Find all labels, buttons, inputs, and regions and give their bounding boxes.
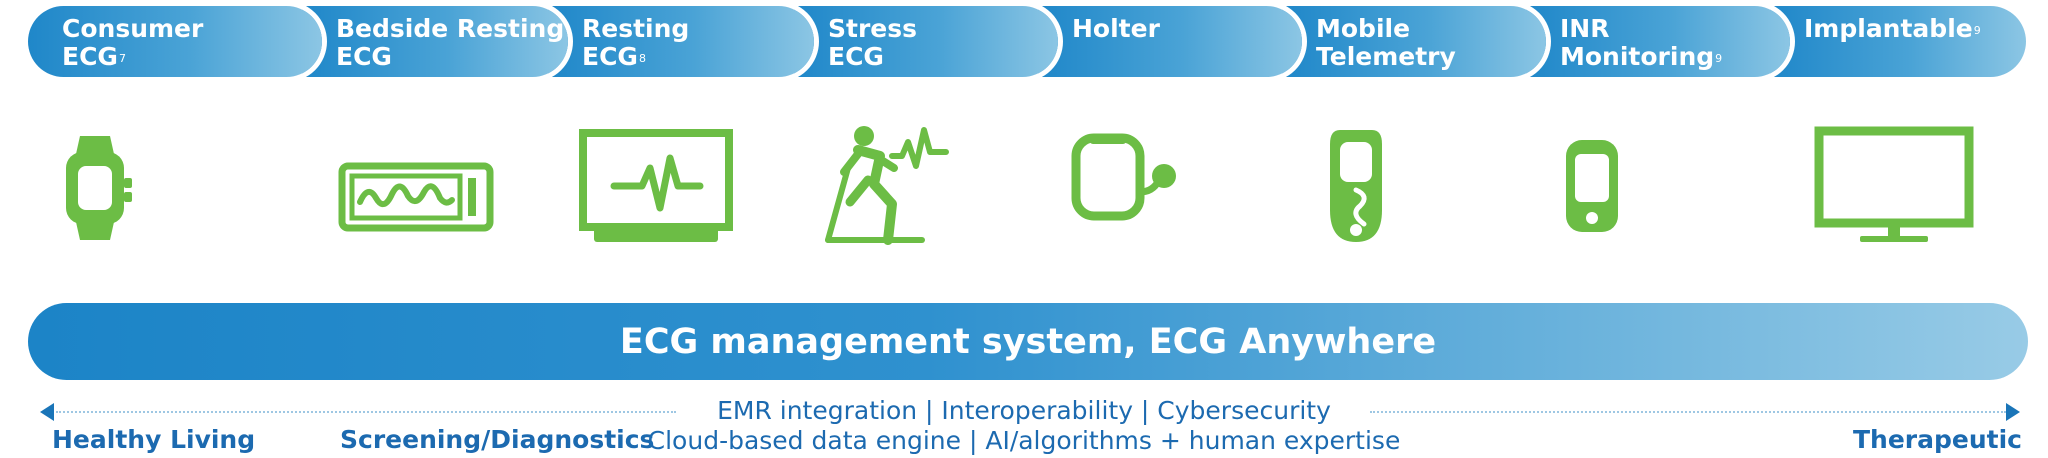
axis-line-left: [56, 411, 676, 413]
treadmill-stress-test-icon: [822, 124, 952, 246]
tab-footnote: 8: [638, 52, 646, 65]
tab-footnote: 9: [1715, 52, 1723, 65]
axis-label-therapeutic: Therapeutic: [1853, 425, 2022, 454]
features-line-2: Cloud-based data engine | AI/algorithms …: [0, 426, 2048, 455]
holter-monitor-icon: [1070, 132, 1180, 222]
tab-label-line1: Mobile: [1316, 14, 1411, 43]
inr-monitor-icon: [1562, 136, 1622, 236]
features-text-2: Cloud-based data engine | AI/algorithms …: [635, 426, 1413, 455]
tab-label-line2: ECG: [336, 42, 392, 71]
smartwatch-icon: [58, 132, 134, 244]
bedside-ecg-device-icon: [338, 162, 494, 232]
tab-label-line2: ECG: [828, 42, 884, 71]
axis-label-screening-diagnostics: Screening/Diagnostics: [340, 425, 655, 454]
features-line-1: EMR integration | Interoperability | Cyb…: [0, 396, 2048, 425]
tab-label-line1: Bedside Resting: [336, 14, 565, 43]
tab-label-line1: Holter: [1072, 14, 1160, 43]
tab-footnote: 9: [1973, 24, 1981, 37]
features-text-1: EMR integration | Interoperability | Cyb…: [705, 396, 1343, 425]
tab-label-line1: INR: [1560, 14, 1610, 43]
tab-label-line2: Telemetry: [1316, 42, 1456, 71]
tab-label-line2: Monitoring: [1560, 42, 1715, 71]
tab-label-line2: ECG: [62, 42, 118, 71]
tab-holter: Holter: [1038, 6, 1302, 77]
tab-footnote: 7: [118, 52, 126, 65]
arrow-right-icon: [2006, 403, 2020, 421]
tab-label-line1: Consumer: [62, 14, 204, 43]
axis-label-healthy-living: Healthy Living: [52, 425, 256, 454]
mobile-telemetry-device-icon: [1326, 126, 1386, 246]
tab-label-line1: Resting: [582, 14, 690, 43]
tab-implantable: Implantable9: [1770, 6, 2026, 77]
implantable-monitor-screen-icon: [1814, 126, 1974, 246]
bar-label: ECG management system, ECG Anywhere: [619, 321, 1437, 362]
arrow-left-icon: [40, 403, 54, 421]
tab-label-line1: Implantable: [1804, 14, 1973, 43]
ecg-management-system-bar: ECG management system, ECG Anywhere: [28, 303, 2028, 380]
axis-line-right: [1370, 411, 2006, 413]
tab-label-line2: ECG: [582, 42, 638, 71]
tab-label-line1: Stress: [828, 14, 918, 43]
resting-ecg-monitor-icon: [578, 128, 734, 246]
